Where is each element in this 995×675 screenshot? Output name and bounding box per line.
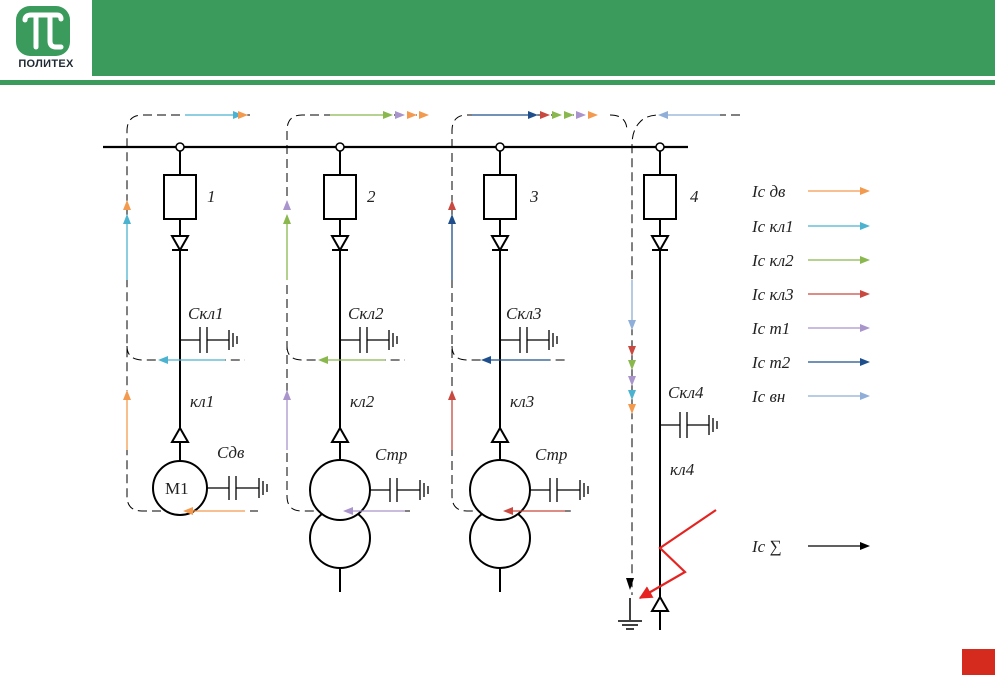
slide-corner-marker [962,649,995,675]
legend-ic-sum-label: Ic ∑ [751,537,782,556]
legend-ic-vn-label: Ic вн [751,387,785,406]
feeder-2-number: 2 [367,187,376,206]
legend-ic-kl3-label: Ic кл3 [751,285,794,304]
feeder-3-number: 3 [529,187,539,206]
cable-2-label: кл2 [350,392,375,411]
cable-2-capacitance-label: Скл2 [348,304,384,323]
logo-pi-icon [22,12,64,50]
logo-text: ПОЛИТЕХ [18,58,74,70]
legend-ic-t2-label: Ic т2 [751,353,791,372]
legend-ic-dv-label: Ic дв [751,182,786,201]
header-divider [0,80,995,85]
feeder-2 [309,142,429,592]
slide-header: ПОЛИТЕХ [0,0,995,88]
cable-1-capacitance-label: Скл1 [188,304,224,323]
cable-3-label: кл3 [510,392,534,411]
legend-ic-kl2-label: Ic кл2 [751,251,794,270]
current-loops [126,114,740,595]
cable-3-capacitance-label: Скл3 [506,304,542,323]
transformer-3-capacitance-label: Стр [535,445,567,464]
top-current-arrows [185,111,720,119]
feeder-4 [618,142,718,630]
fault-lightning-icon [638,509,717,599]
capacitor-current-arrows [158,356,565,515]
header-band [92,0,995,76]
feeder-1-number: 1 [207,187,216,206]
branch-current-arrows [123,200,636,450]
legend-ic-t1-label: Ic т1 [751,319,790,338]
feeder-3 [469,142,589,592]
motor-capacitance-label: Сдв [217,443,245,462]
logo: ПОЛИТЕХ [0,0,92,76]
cable-4-label: кл4 [670,460,695,479]
cable-4-capacitance-label: Скл4 [668,383,704,402]
legend: Ic дв Ic кл1 Ic кл2 Ic кл3 Ic т1 Ic т2 I… [751,182,870,556]
transformer-2-capacitance-label: Стр [375,445,407,464]
cable-1-label: кл1 [190,392,214,411]
feeder-4-number: 4 [690,187,699,206]
logo-mark [16,6,70,56]
earth-flow-arrowhead [626,578,634,590]
feeder-1 [152,142,268,516]
legend-ic-kl1-label: Ic кл1 [751,217,794,236]
motor-label: М1 [165,479,189,498]
